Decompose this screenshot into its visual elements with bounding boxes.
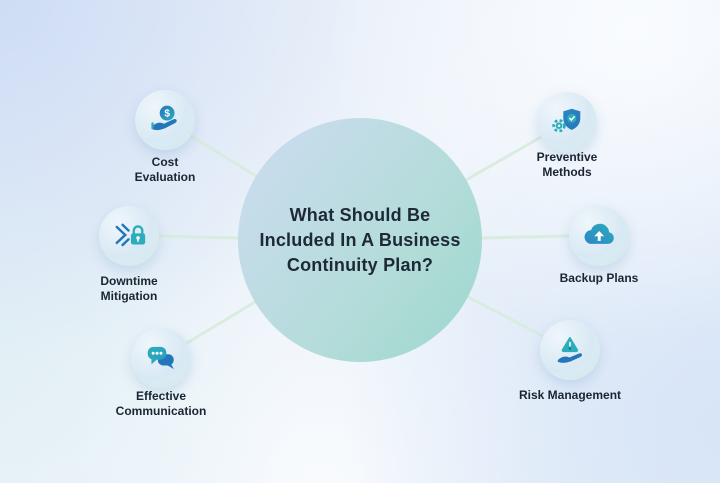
node-downtime-mitigation — [99, 206, 159, 266]
connector-cost — [189, 134, 258, 178]
label-line: Downtime — [100, 274, 158, 288]
label-risk-management: Risk Management — [495, 388, 645, 403]
label-effective-communication: Effective Communication — [86, 389, 236, 419]
node-effective-communication — [131, 328, 191, 388]
connector-risk — [466, 295, 545, 338]
connector-backup — [480, 234, 572, 240]
arrows-lock-icon — [115, 223, 146, 247]
label-cost-evaluation: Cost Evaluation — [90, 155, 240, 185]
label-line: Communication — [115, 404, 207, 418]
label-line: Evaluation — [134, 170, 196, 184]
label-downtime-mitigation: Downtime Mitigation — [54, 274, 204, 304]
central-topic-circle: What Should Be Included In A Business Co… — [238, 118, 482, 362]
node-risk-management — [540, 320, 600, 380]
hand-warning-triangle-icon — [557, 336, 583, 363]
connector-effective — [185, 300, 257, 345]
label-line: Risk Management — [518, 388, 622, 402]
central-title-line-2: Included In A Business — [259, 229, 461, 250]
node-preventive-methods — [537, 92, 597, 152]
label-backup-plans: Backup Plans — [524, 271, 674, 286]
label-line: Methods — [542, 165, 592, 179]
connector-downtime — [156, 234, 240, 240]
central-title: What Should Be Included In A Business Co… — [259, 203, 460, 278]
node-backup-plans — [569, 206, 629, 266]
label-line: Effective — [135, 389, 187, 403]
chat-bubbles-icon — [147, 346, 174, 370]
label-preventive-methods: Preventive Methods — [492, 150, 642, 180]
shield-gear-icon — [552, 108, 581, 133]
label-line: Backup Plans — [559, 271, 639, 285]
hand-dollar-coin-icon: $ — [151, 105, 177, 131]
connector-preventive — [464, 135, 543, 182]
central-title-line-1: What Should Be — [289, 204, 431, 225]
cloud-upload-icon — [584, 223, 614, 244]
svg-text:$: $ — [164, 109, 170, 120]
label-line: Preventive — [536, 150, 598, 164]
central-title-line-3: Continuity Plan? — [286, 254, 434, 275]
label-line: Cost — [151, 155, 179, 169]
node-cost-evaluation: $ — [135, 90, 195, 150]
label-line: Mitigation — [100, 289, 158, 303]
